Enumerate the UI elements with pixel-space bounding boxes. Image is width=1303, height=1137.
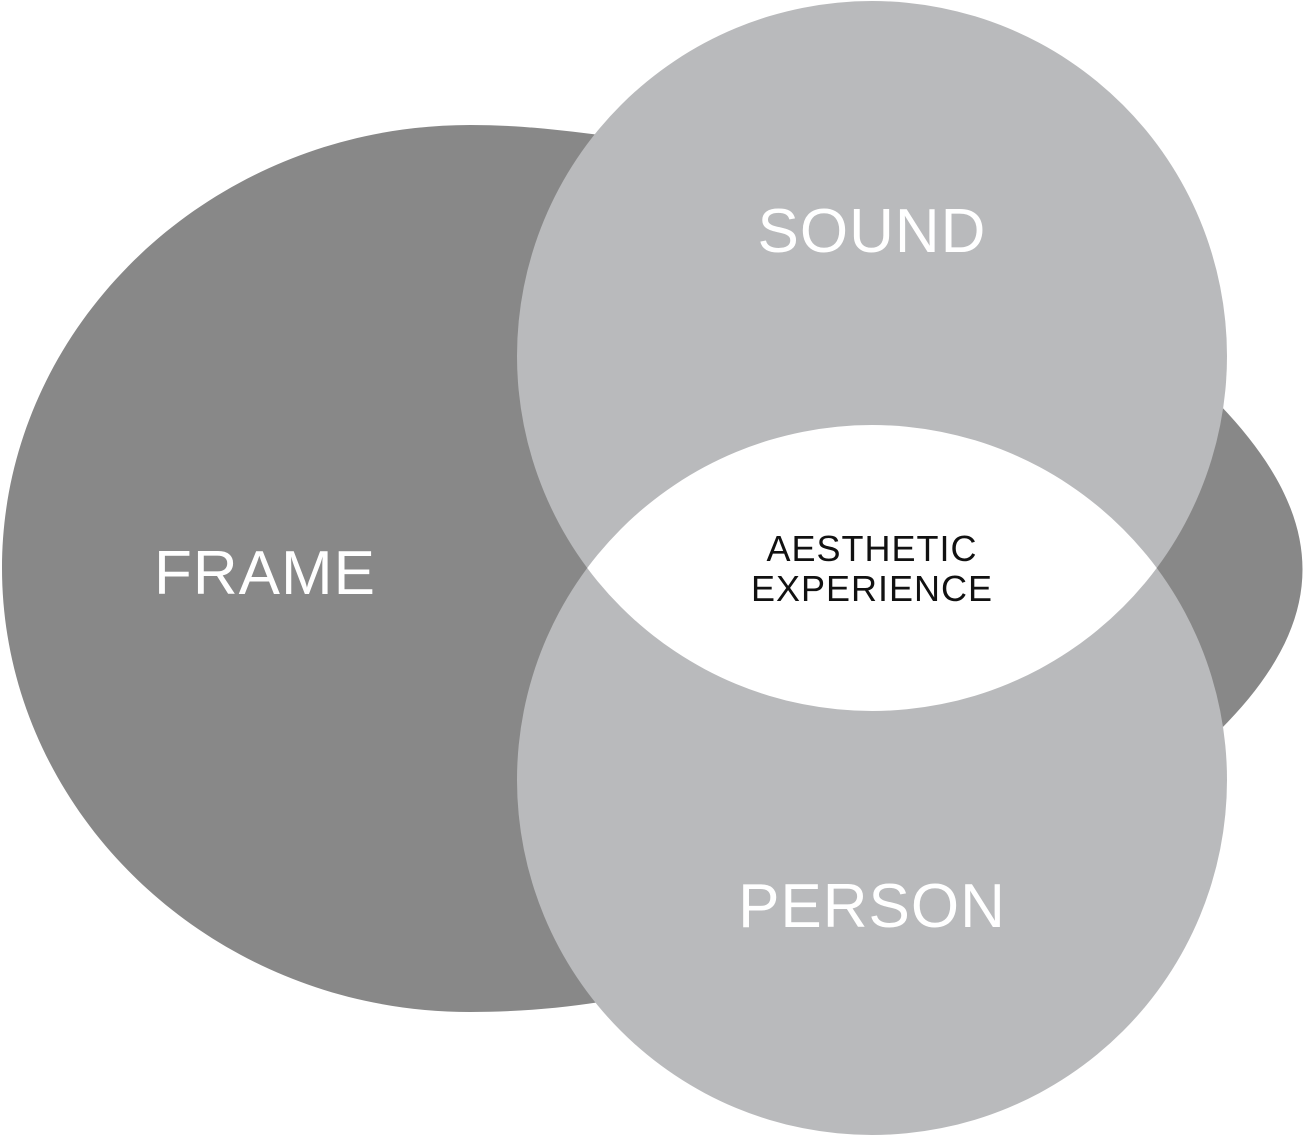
aesthetic-experience-label-line1: AESTHETIC xyxy=(766,528,977,569)
aesthetic-experience-overlap xyxy=(517,425,1227,711)
person-label: PERSON xyxy=(738,872,1006,941)
frame-label: FRAME xyxy=(154,539,376,608)
aesthetic-experience-label-line2: EXPERIENCE xyxy=(751,568,993,609)
sound-label: SOUND xyxy=(758,197,987,266)
